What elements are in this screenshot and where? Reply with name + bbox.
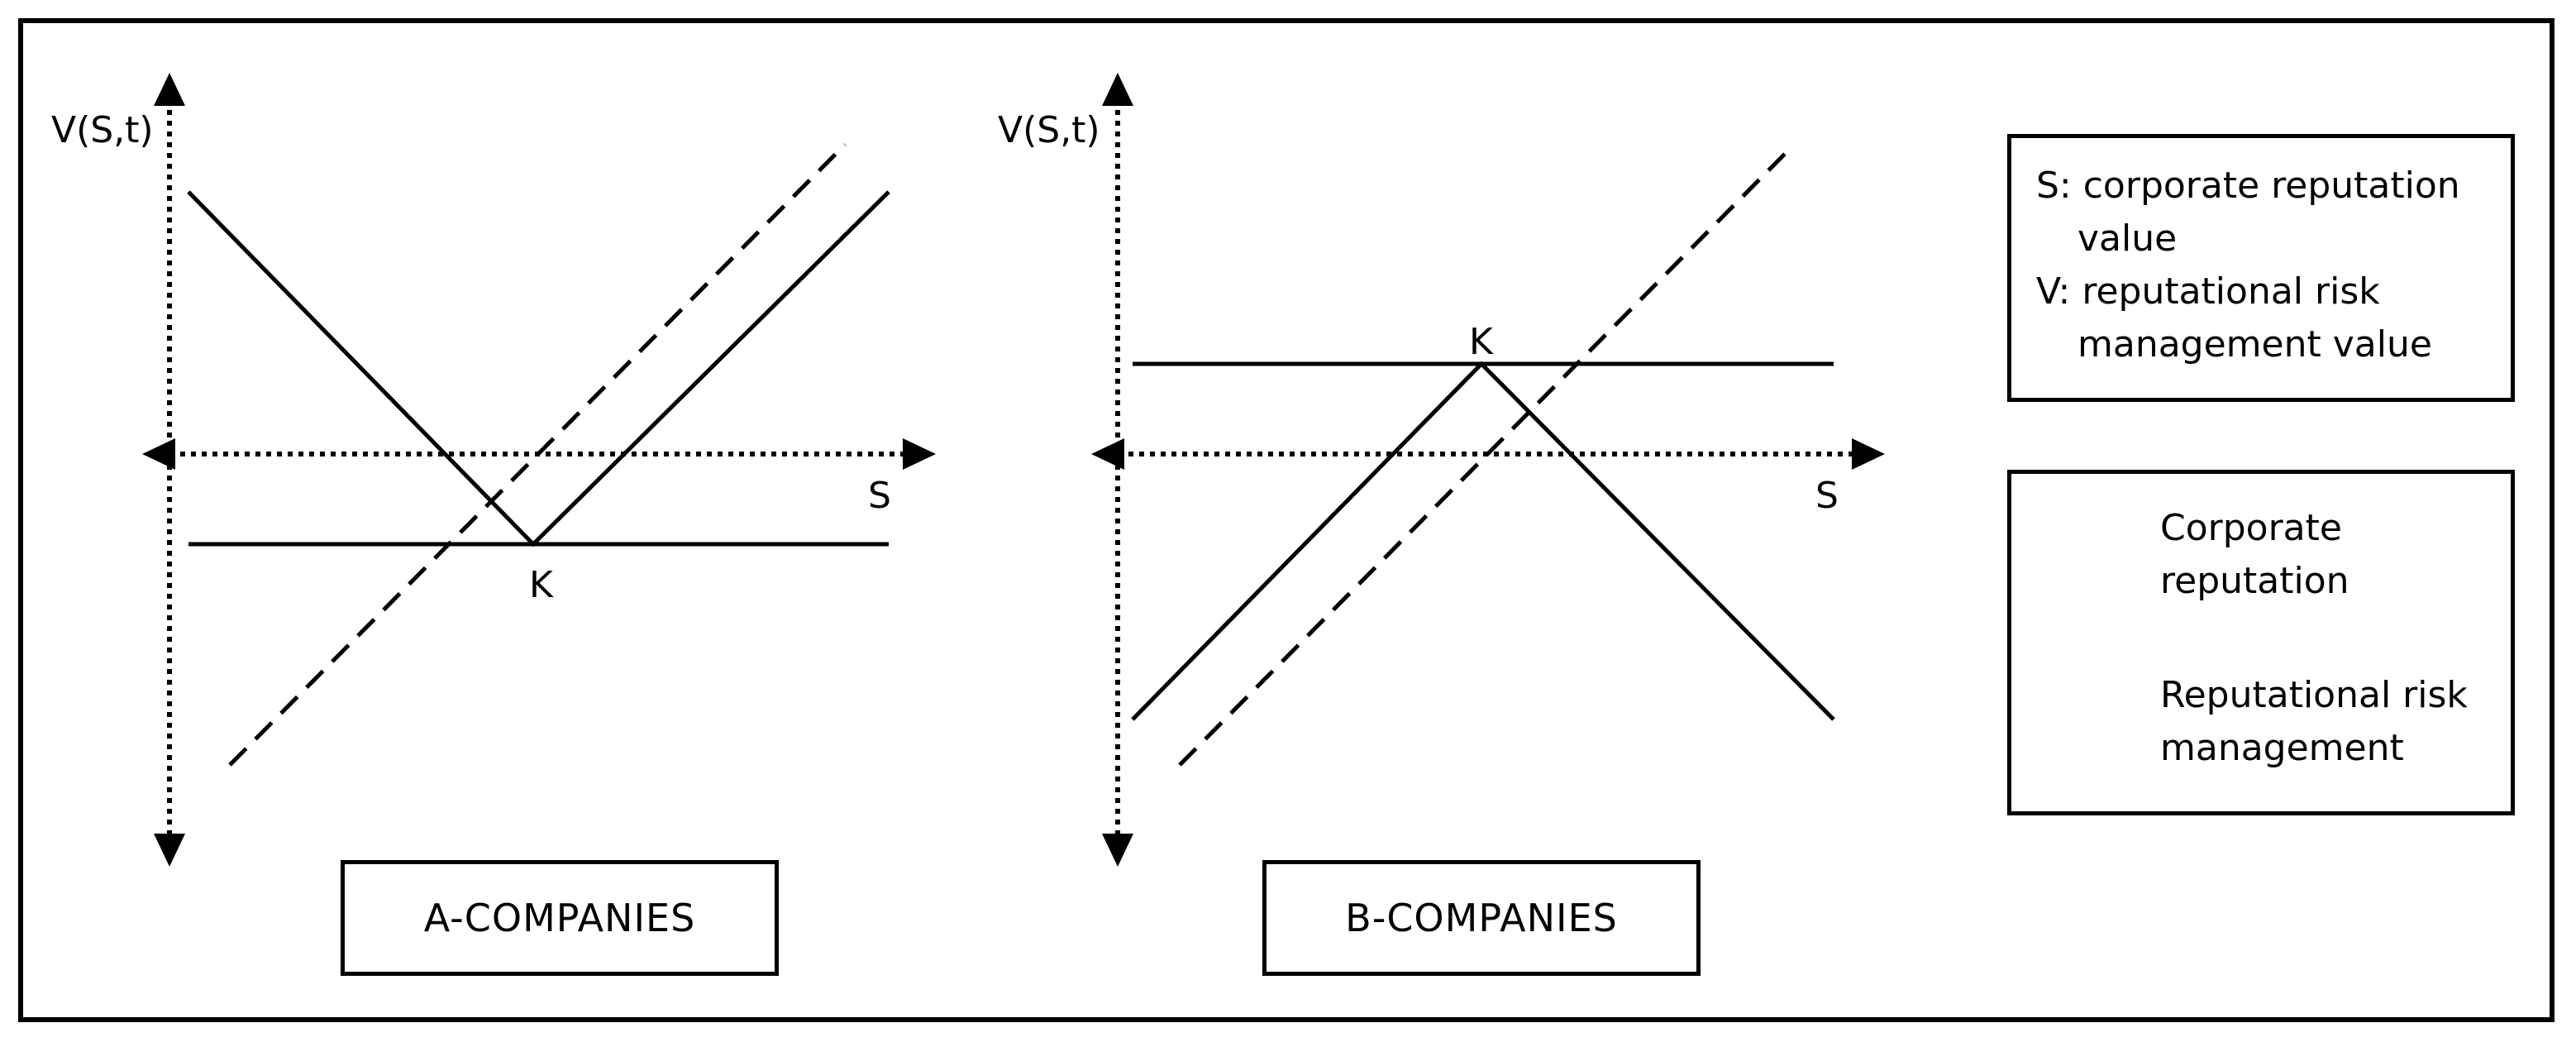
chart-a-s-axis-arrow-left (142, 438, 175, 470)
chart-a-v-axis-arrow-down (154, 834, 185, 867)
chart-a-title-box: A-COMPANIES (341, 860, 779, 976)
definition-v-line2: management value (2077, 323, 2432, 366)
chart-b-v-axis-arrow-up (1102, 73, 1133, 106)
chart-b-s-axis-label: S (1815, 475, 1839, 517)
legend-solid-line1: Reputational risk (2160, 674, 2468, 716)
chart-b-risk-management-inverted-v-line (1131, 361, 1835, 721)
legend-box: Corporate reputation Reputational risk m… (2007, 470, 2515, 815)
chart-a-s-axis-label: S (868, 475, 891, 517)
chart-b: V(S,t) S K (998, 73, 1885, 867)
chart-a-title: A-COMPANIES (423, 896, 696, 940)
chart-b-v-axis-arrow-down (1102, 834, 1133, 867)
chart-a-s-axis-arrow-right (903, 438, 936, 470)
chart-b-s-axis-arrow-left (1091, 438, 1124, 470)
definition-v-line1: V: reputational risk (2036, 270, 2380, 313)
chart-a-corporate-reputation-line (228, 143, 847, 767)
chart-a-v-axis-arrow-up (154, 73, 185, 106)
chart-b-strike-label: K (1469, 321, 1494, 363)
chart-b-s-axis-arrow-right (1852, 438, 1885, 470)
legend-solid-line2: management (2160, 727, 2404, 769)
definition-s-line2: value (2077, 217, 2178, 260)
chart-a: V(S,t) S K (51, 73, 936, 867)
chart-b-v-axis-label: V(S,t) (998, 109, 1100, 151)
chart-a-risk-management-v-line (187, 190, 890, 547)
legend-dashed-line2: reputation (2160, 560, 2349, 602)
chart-b-title-box: B-COMPANIES (1262, 860, 1701, 976)
definitions-box: S: corporate reputation value V: reputat… (2007, 134, 2515, 402)
legend-dashed-line1: Corporate (2160, 507, 2342, 549)
chart-a-v-axis-label: V(S,t) (51, 109, 154, 151)
chart-a-strike-label: K (529, 564, 554, 606)
chart-b-title: B-COMPANIES (1345, 896, 1618, 940)
figure-frame (18, 18, 2555, 1022)
definition-s-line1: S: corporate reputation (2036, 165, 2460, 207)
